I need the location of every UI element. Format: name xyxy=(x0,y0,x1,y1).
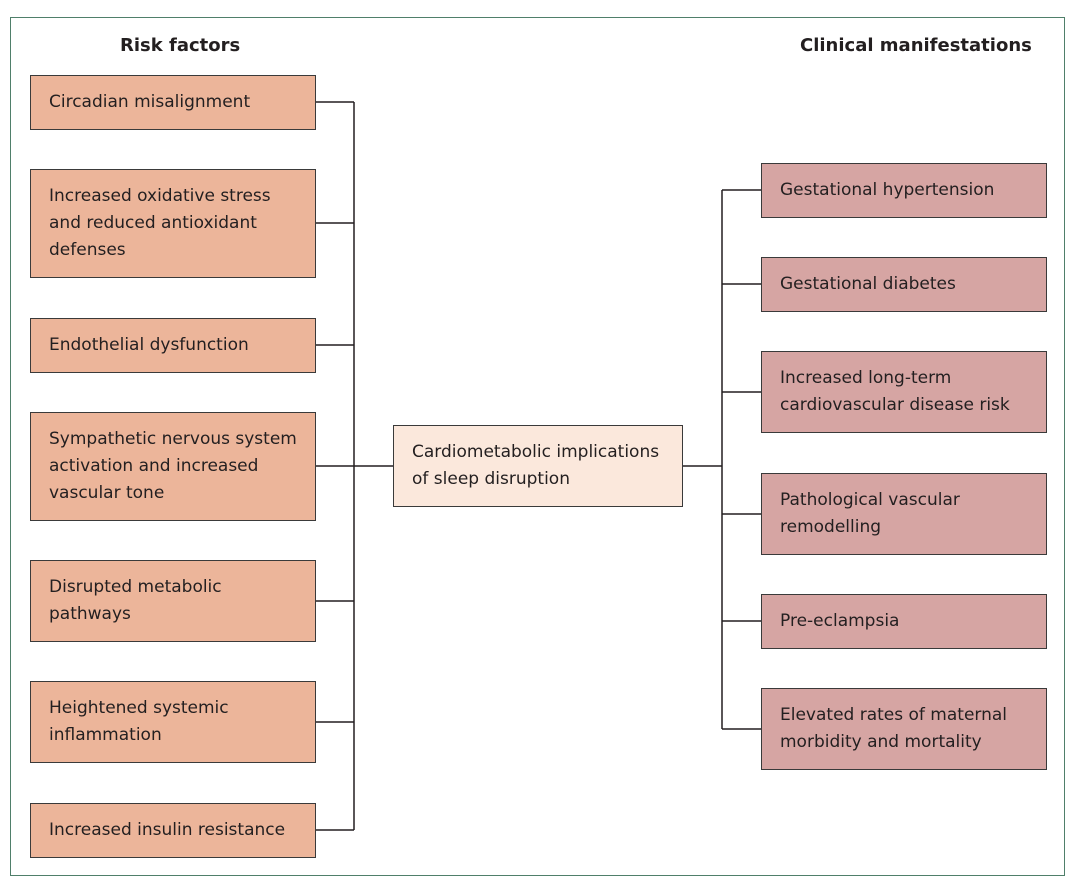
clinical-manifestation-box: Gestational hypertension xyxy=(761,163,1047,218)
risk-factor-box: Heightened systemic inflammation xyxy=(30,681,316,763)
risk-factors-heading: Risk factors xyxy=(120,35,241,56)
risk-factor-box: Disrupted metabolic pathways xyxy=(30,560,316,642)
risk-factor-box: Sympathetic nervous system activation an… xyxy=(30,412,316,521)
clinical-manifestation-box: Pathological vascular remodelling xyxy=(761,473,1047,555)
figure-frame xyxy=(10,17,1065,876)
risk-factor-box: Circadian misalignment xyxy=(30,75,316,130)
risk-factor-box: Increased insulin resistance xyxy=(30,803,316,858)
clinical-manifestation-box: Increased long-term cardiovascular disea… xyxy=(761,351,1047,433)
risk-factor-box: Increased oxidative stress and reduced a… xyxy=(30,169,316,278)
clinical-manifestations-heading: Clinical manifestations xyxy=(800,35,1032,56)
risk-factor-box: Endothelial dysfunction xyxy=(30,318,316,373)
clinical-manifestation-box: Gestational diabetes xyxy=(761,257,1047,312)
clinical-manifestation-box: Elevated rates of maternal morbidity and… xyxy=(761,688,1047,770)
central-concept-box: Cardiometabolic implications of sleep di… xyxy=(393,425,683,507)
clinical-manifestation-box: Pre-eclampsia xyxy=(761,594,1047,649)
